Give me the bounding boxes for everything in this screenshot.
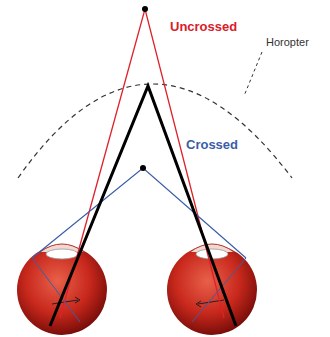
horopter-arc [18, 84, 292, 178]
horopter-label: Horopter [266, 36, 309, 48]
uncrossed-label: Uncrossed [170, 20, 237, 34]
uncrossed-lines [60, 9, 224, 318]
crossed-lines [32, 168, 246, 258]
left-eye [17, 244, 107, 335]
far-point [142, 6, 148, 12]
crossed-label: Crossed [186, 138, 238, 152]
near-point [140, 165, 146, 171]
leader-line [244, 52, 262, 96]
fixation-lines [50, 86, 236, 326]
crossed-lines [192, 258, 246, 322]
